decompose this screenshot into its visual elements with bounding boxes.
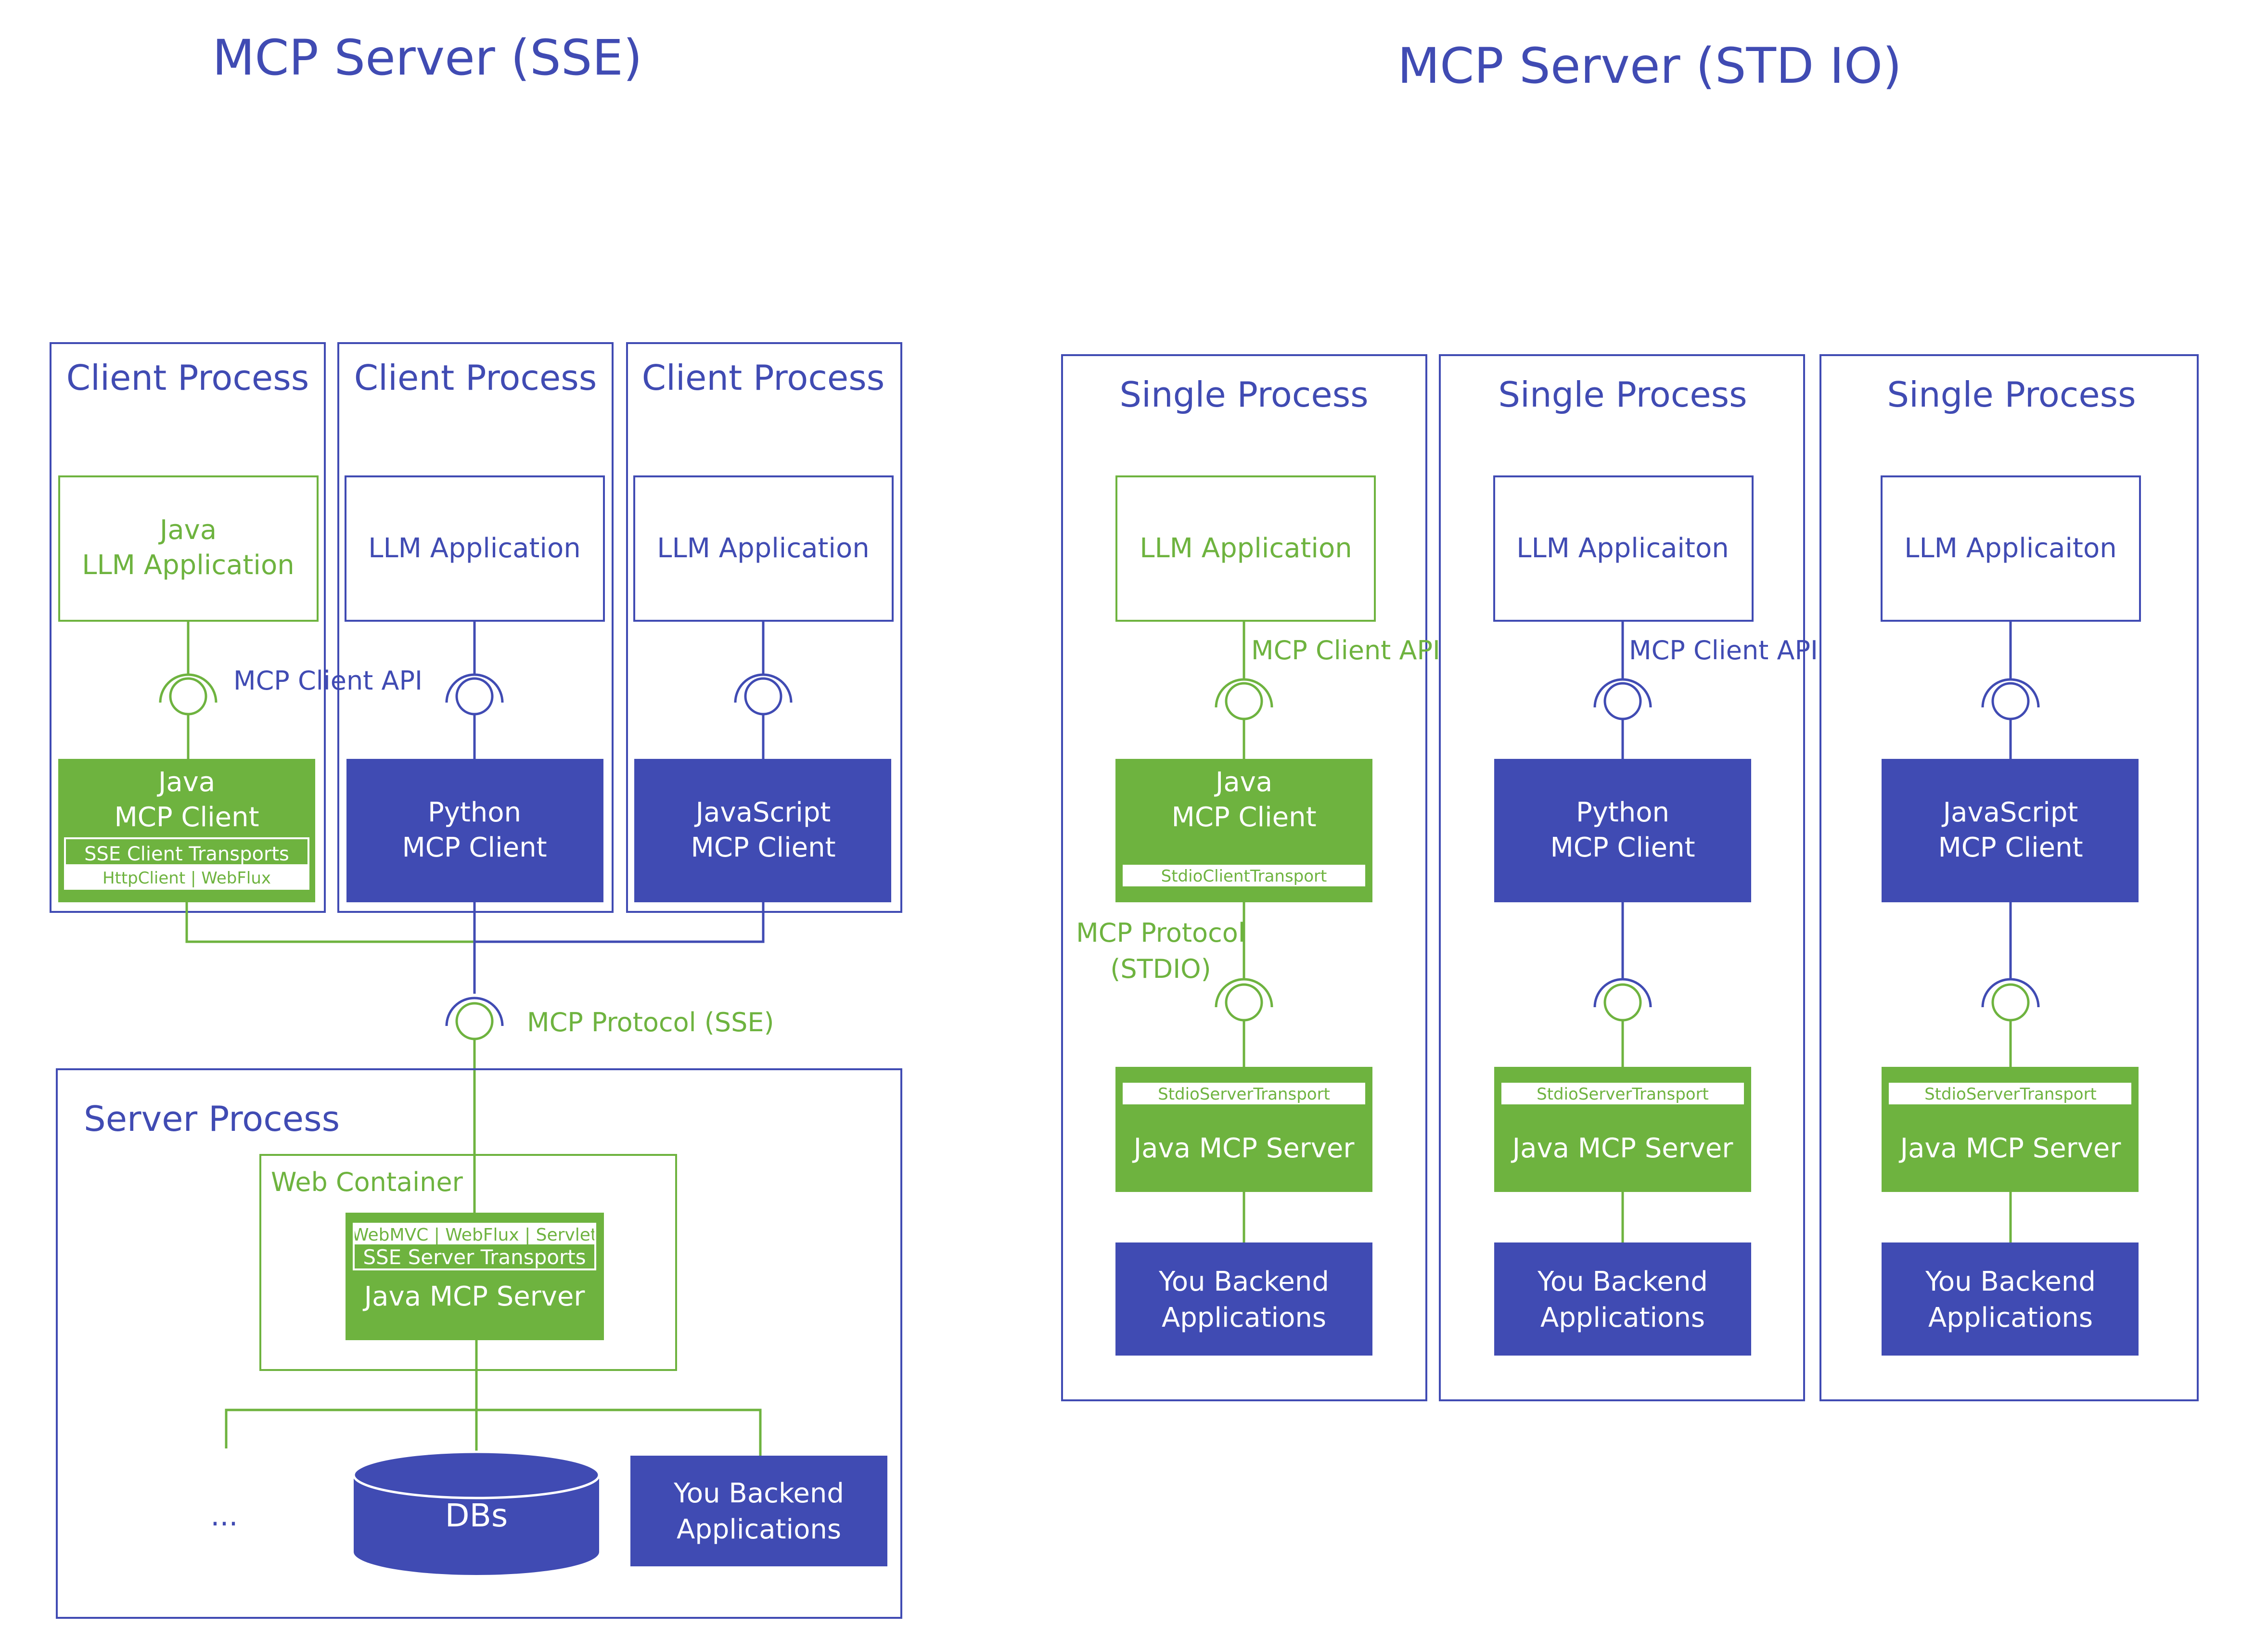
stdio-server-name: Java MCP Server [1899,1133,2122,1164]
stdio-javascript-client-line-1: JavaScript [1942,797,2078,828]
sse-backend-applications [630,1456,887,1566]
sse-protocol-socket [445,997,504,1026]
stdio-server-transport-label: StdioServerTransport [1158,1085,1330,1104]
stdio-backend-applications-3 [1882,1242,2139,1356]
client-process-label: Client Process [66,358,309,398]
stdio-single-process-2: Single Process LLM Applicaiton MCP Clien… [1439,354,1818,1401]
javascript-client-api-socket [734,673,793,703]
python-client-api-socket [445,673,504,703]
stdio-single-process-1: Single Process LLM Application MCP Clien… [1061,354,1440,1401]
web-container [259,1154,677,1371]
dbs-label: DBs [445,1497,508,1534]
stdio-backend-applications-2 [1494,1242,1751,1356]
sse-server-transports-box [353,1223,596,1270]
stdio-backend-line-1: You Backend [1537,1266,1708,1297]
stdio-java-llm-application [1115,475,1376,622]
java-llm-app-line-1: Java [158,514,217,546]
sse-server-process: Server Process Web Container WebMVC | We… [56,1068,902,1619]
stdio-server-transport-label: StdioServerTransport [1537,1085,1709,1104]
sse-server-transports-label: SSE Server Transports [363,1245,586,1269]
stdio-python-llm-app-label: LLM Applicaiton [1516,533,1729,564]
sse-server-impl-label: WebMVC | WebFlux | Servlet [352,1225,597,1245]
python-client-api-ball [455,677,494,716]
stdio-java-llm-app-label: LLM Application [1140,533,1352,564]
stdio-server-name: Java MCP Server [1132,1133,1355,1164]
stdio-javascript-client-line-2: MCP Client [1938,832,2083,863]
java-client-line-2: MCP Client [114,802,259,833]
stdio-python-client-line-1: Python [1576,797,1669,828]
stdio-backend-applications-1 [1115,1242,1372,1356]
client-process-label: Client Process [354,358,597,398]
stdio-javascript-llm-application [1881,475,2141,622]
ellipsis-label: ... [210,1499,238,1533]
stdio-backend-line-2: Applications [1540,1302,1705,1333]
stdio-mcp-protocol-line-2: (STDIO) [1110,954,1211,984]
javascript-mcp-client [634,759,891,902]
stdio-python-client-api-label: MCP Client API [1629,635,1818,666]
stdio-javascript-mcp-client [1882,759,2139,902]
client-process-label: Client Process [642,358,884,398]
stdio-python-client-line-2: MCP Client [1550,832,1695,863]
sse-backend-line-2: Applications [677,1514,841,1545]
java-client-api-socket [159,673,218,703]
sse-backend-line-1: You Backend [673,1478,844,1509]
stdio-python-mcp-client [1494,759,1751,902]
stdio-backend-line-2: Applications [1162,1302,1326,1333]
sse-server-name: Java MCP Server [363,1281,586,1312]
java-client-connector [185,902,474,943]
stdio-server-name: Java MCP Server [1511,1133,1734,1164]
python-client-line-1: Python [428,797,521,828]
python-mcp-client [346,759,603,902]
stdio-backend-line-2: Applications [1928,1302,2093,1333]
stdio-java-client-line-1: Java [1214,767,1272,798]
sse-client-transport-impl: HttpClient | WebFlux [102,869,271,888]
sse-client-process-2: Client Process LLM Application Python MC… [337,342,614,913]
sse-protocol-ball [455,1002,494,1040]
javascript-client-connector [474,902,765,943]
web-container-label: Web Container [271,1167,463,1197]
python-llm-application [345,475,605,622]
stdio-client-transport-label: StdioClientTransport [1161,867,1327,886]
stdio-title: MCP Server (STD IO) [1397,38,1902,95]
stdio-single-process-3: Single Process LLM Applicaiton JavaScrip… [1819,354,2199,1401]
stdio-javascript-llm-app-label: LLM Applicaiton [1904,533,2116,564]
javascript-client-line-1: JavaScript [694,797,831,828]
server-process-label: Server Process [84,1099,340,1139]
javascript-llm-application [633,475,894,622]
javascript-client-api-ball [744,677,782,716]
sse-client-process-1: Client Process Java LLM Application Java… [50,342,326,913]
python-client-line-2: MCP Client [402,832,547,863]
sse-client-transports-label: SSE Client Transports [84,843,289,865]
java-llm-application [58,475,319,622]
python-llm-app-label: LLM Application [368,533,580,564]
java-client-line-1: Java [157,767,215,798]
sse-client-process-3: Client Process LLM Application JavaScrip… [626,342,902,913]
stdio-server-transport-label: StdioServerTransport [1924,1085,2097,1104]
single-process-label: Single Process [1498,374,1747,415]
java-llm-app-line-2: LLM Application [82,550,294,581]
stdio-java-client-api-label: MCP Client API [1251,635,1440,666]
dbs-cylinder: DBs [352,1450,601,1575]
stdio-mcp-protocol-line-1: MCP Protocol [1076,918,1245,948]
stdio-backend-line-1: You Backend [1925,1266,2096,1297]
sse-mcp-client-api-label: MCP Client API [233,666,423,696]
sse-title: MCP Server (SSE) [212,29,642,87]
javascript-llm-app-label: LLM Application [657,533,869,564]
javascript-client-line-2: MCP Client [691,832,835,863]
sse-mcp-protocol-label: MCP Protocol (SSE) [527,1007,774,1037]
stdio-python-llm-application [1493,475,1754,622]
java-client-api-ball [169,677,207,716]
single-process-label: Single Process [1887,374,2136,415]
stdio-java-client-line-2: MCP Client [1171,802,1316,833]
sse-client-transports-box [64,837,309,890]
single-process-label: Single Process [1119,374,1368,415]
stdio-backend-line-1: You Backend [1158,1266,1329,1297]
